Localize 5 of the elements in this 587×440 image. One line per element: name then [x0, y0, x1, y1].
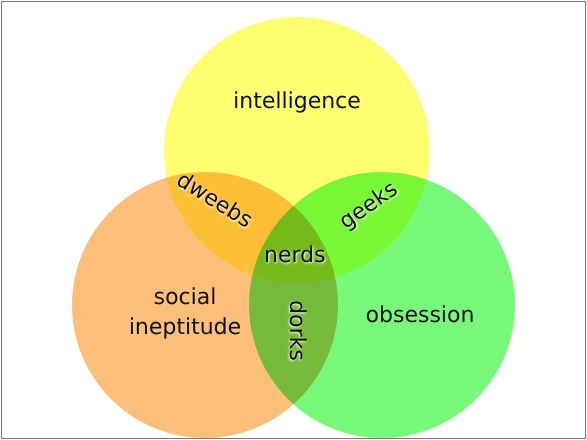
set-label: obsession	[364, 302, 476, 330]
set-label: social ineptitude	[128, 284, 242, 342]
overlap-label: nerds	[264, 242, 326, 268]
set-label: intelligence	[232, 88, 362, 116]
overlap-label: dorks	[283, 300, 308, 360]
